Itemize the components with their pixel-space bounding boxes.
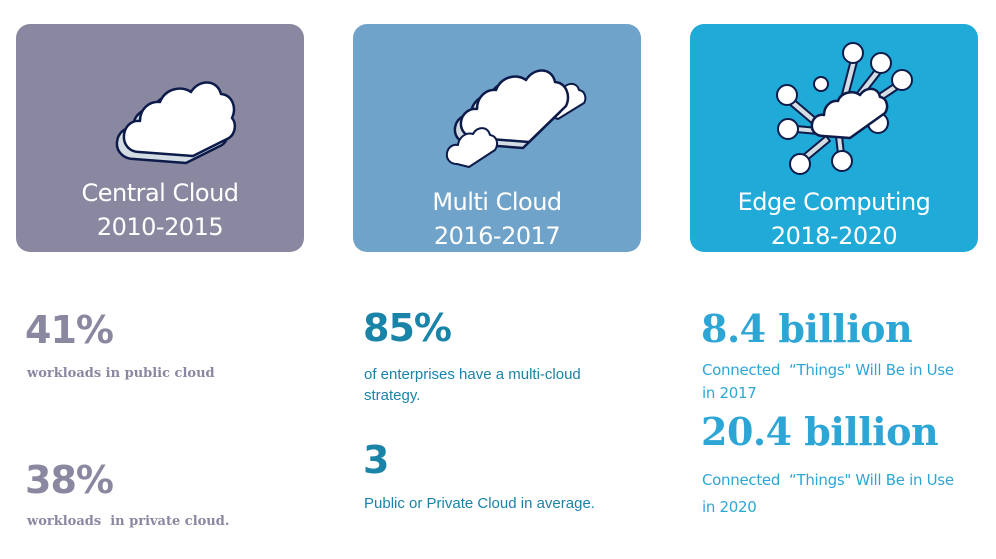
things-2017-label-line2: in 2017 (702, 384, 757, 402)
card-title: Central Cloud (81, 179, 239, 207)
public-cloud-percent: 41% (25, 308, 114, 352)
things-2017-label-line1: Connected “Things" Will Be in Use (702, 361, 954, 379)
multi-cloud-card: Multi Cloud 2016-2017 (353, 24, 641, 252)
card-years: 2010-2015 (96, 213, 224, 241)
edge-network-icon (776, 42, 913, 175)
private-cloud-label: workloads in private cloud. (27, 514, 230, 529)
card-years: 2018-2020 (770, 222, 898, 250)
public-cloud-label: workloads in public cloud (27, 366, 215, 381)
average-clouds-number: 3 (363, 438, 389, 482)
central-cloud-card: Central Cloud 2010-2015 (16, 24, 304, 252)
edge-computing-card: Edge Computing 2018-2020 (690, 24, 978, 252)
multi-cloud-icon (445, 69, 587, 168)
multi-cloud-percent: 85% (363, 306, 452, 350)
cloud-icon (115, 81, 237, 165)
multi-cloud-label-line2: strategy. (364, 387, 421, 404)
things-2020-label-line1: Connected “Things" Will Be in Use (702, 471, 954, 489)
things-2020-label-line2: in 2020 (702, 498, 757, 516)
card-years: 2016-2017 (433, 222, 561, 250)
things-2020-number: 20.4 billion (701, 409, 939, 454)
multi-cloud-label-line1: of enterprises have a multi-cloud (364, 366, 581, 383)
card-title: Multi Cloud (432, 188, 562, 216)
card-title: Edge Computing (737, 188, 931, 216)
things-2017-number: 8.4 billion (701, 306, 913, 351)
private-cloud-percent: 38% (25, 458, 114, 502)
average-clouds-label: Public or Private Cloud in average. (364, 495, 595, 512)
